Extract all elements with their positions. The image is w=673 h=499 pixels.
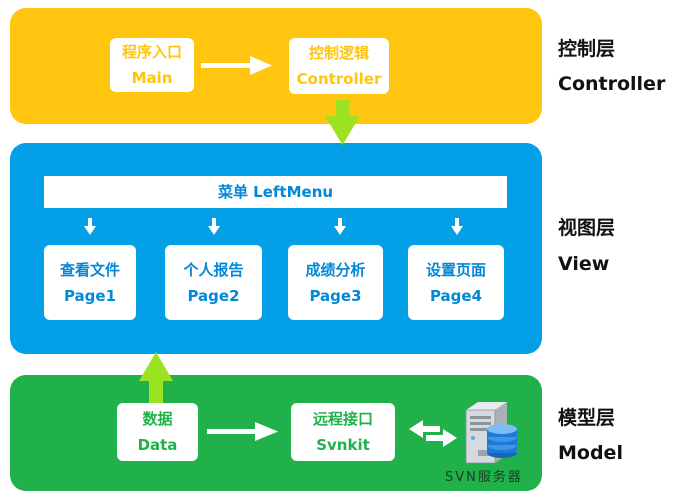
server-database-icon (465, 402, 517, 464)
page4-box: 设置页面 Page4 (408, 245, 504, 320)
controller-logic-en: Controller (296, 70, 382, 88)
menu-to-page2-arrow (208, 218, 220, 235)
model-to-view-arrow (139, 352, 173, 403)
main-entry-en: Main (131, 69, 173, 87)
page1-en: Page1 (63, 286, 117, 305)
page4-cn: 设置页面 (425, 260, 486, 279)
main-entry-cn: 程序入口 (121, 43, 182, 61)
model-layer-label-en: Model (558, 442, 623, 464)
menu-to-page3-arrow (334, 218, 346, 235)
svnkit-box: 远程接口 Svnkit (291, 403, 395, 461)
page2-box: 个人报告 Page2 (165, 245, 262, 320)
page2-cn: 个人报告 (183, 260, 244, 279)
data-cn: 数据 (142, 410, 173, 428)
controller-layer (10, 8, 542, 124)
page1-cn: 查看文件 (59, 260, 120, 279)
svnkit-en: Svnkit (316, 436, 370, 454)
main-entry-box: 程序入口 Main (110, 38, 194, 92)
main-to-controller-arrow (201, 56, 272, 75)
data-en: Data (137, 436, 178, 454)
page3-box: 成绩分析 Page3 (288, 245, 383, 320)
page3-en: Page3 (309, 286, 362, 305)
svn-server-label: SVN服务器 (445, 470, 523, 485)
controller-layer-label-en: Controller (558, 73, 666, 95)
data-to-svnkit-arrow (207, 422, 278, 441)
view-layer-label-cn: 视图层 (558, 217, 616, 239)
view-layer-label-en: View (558, 253, 610, 275)
controller-logic-cn: 控制逻辑 (308, 44, 369, 62)
menu-to-page1-arrow (84, 218, 96, 235)
model-layer (10, 375, 542, 491)
left-menu-label: 菜单 LeftMenu (217, 183, 334, 201)
data-box: 数据 Data (117, 403, 198, 461)
menu-to-page4-arrow (451, 218, 463, 235)
svnkit-server-double-arrow (409, 420, 457, 447)
page2-en: Page2 (187, 286, 240, 305)
left-menu-bar: 菜单 LeftMenu (44, 176, 507, 208)
model-layer-label-cn: 模型层 (558, 407, 616, 429)
controller-to-view-arrow (325, 100, 360, 145)
svnkit-cn: 远程接口 (312, 410, 373, 428)
controller-logic-box: 控制逻辑 Controller (289, 38, 389, 94)
page1-box: 查看文件 Page1 (44, 245, 136, 320)
page4-en: Page4 (429, 286, 483, 305)
controller-layer-label-cn: 控制层 (558, 38, 616, 60)
page3-cn: 成绩分析 (305, 260, 366, 279)
